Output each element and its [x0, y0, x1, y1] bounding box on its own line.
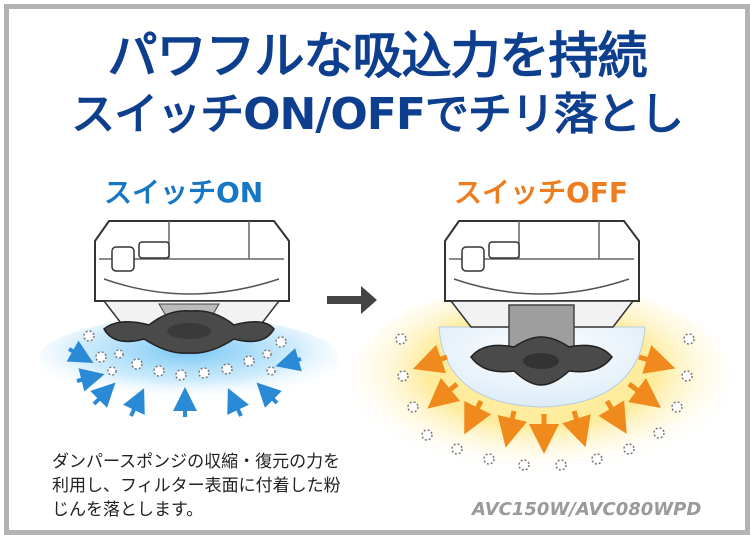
orange-arrow-icon — [427, 377, 461, 409]
blue-arrow-icon — [123, 388, 145, 417]
release-arrows — [412, 344, 676, 454]
suction-arrows — [66, 340, 302, 417]
blue-arrow-icon — [76, 368, 105, 392]
description-line-2: 利用し、フィルター表面に付着した粉 — [52, 476, 341, 496]
orange-arrow-icon — [497, 410, 527, 448]
switch-off-diagram — [351, 220, 731, 474]
illustration — [39, 220, 731, 474]
headline-line-1: パワフルな吸込力を持続 — [107, 27, 648, 85]
description-line-1: ダンパースポンジの収縮・復元の力を — [52, 452, 341, 472]
switch-on-diagram — [39, 220, 339, 417]
vacuum-head-on — [94, 220, 290, 354]
orange-arrow-icon — [464, 399, 492, 435]
transition-arrow-icon — [327, 286, 377, 314]
product-feature-card: パワフルな吸込力を持続 スイッチON/OFFでチリ落とし スイッチON スイッチ… — [4, 4, 750, 535]
blue-arrow-icon — [275, 348, 302, 372]
vacuum-head-off — [444, 220, 640, 386]
orange-arrow-icon — [638, 345, 676, 374]
dust-particles-on — [83, 330, 287, 381]
description: ダンパースポンジの収縮・復元の力を 利用し、フィルター表面に付着した粉 じんを落… — [52, 450, 392, 522]
switch-on-label: スイッチON — [104, 176, 264, 209]
orange-arrow-icon — [627, 378, 661, 408]
orange-arrow-icon — [412, 344, 448, 374]
model-number: AVC150W/AVC080WPD — [472, 499, 702, 520]
blue-arrow-icon — [90, 382, 116, 408]
orange-arrow-icon — [598, 399, 627, 434]
blue-arrow-icon — [256, 382, 282, 408]
blue-arrow-icon — [66, 340, 94, 363]
orange-arrow-icon — [562, 410, 591, 448]
blue-arrow-icon — [227, 388, 249, 417]
dust-particles-off — [395, 333, 695, 471]
headline-line-2: スイッチON/OFFでチリ落とし — [71, 89, 684, 140]
description-line-3: じんを落とします。 — [52, 500, 204, 520]
switch-off-label: スイッチOFF — [454, 176, 629, 209]
